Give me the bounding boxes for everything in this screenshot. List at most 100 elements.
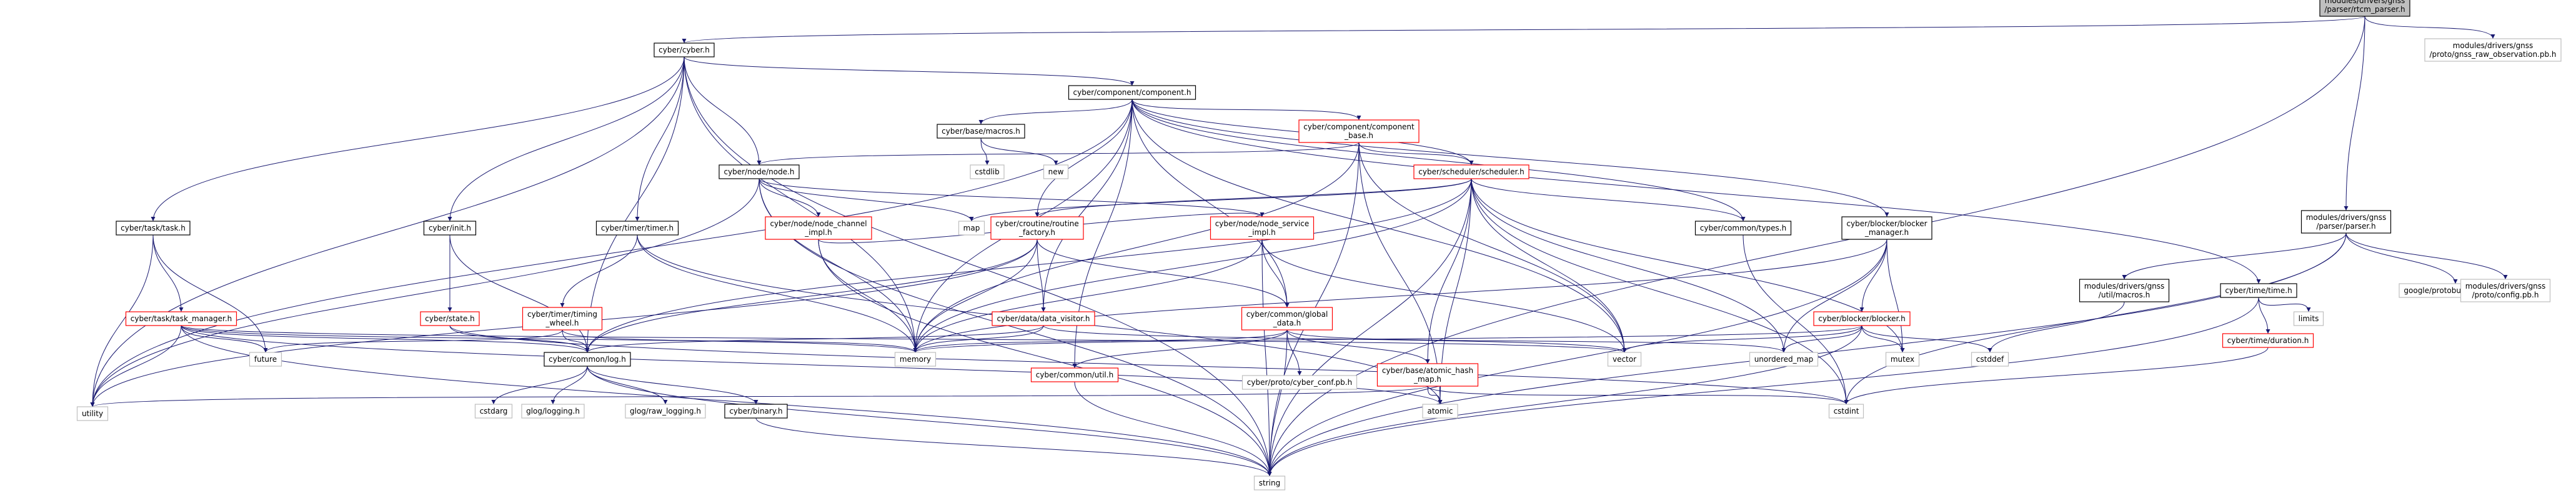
node-node-channel[interactable]: cyber/node/node_channel_impl.h — [765, 216, 872, 240]
node-label: _impl.h — [1248, 228, 1275, 237]
node-timing-wheel[interactable]: cyber/timer/timing_wheel.h — [522, 307, 603, 331]
node-root[interactable]: modules/drivers/gnss/parser/rtcm_parser.… — [2319, 0, 2410, 17]
node-box — [1971, 352, 2009, 367]
node-init-h[interactable]: cyber/init.h — [423, 221, 477, 236]
edge-global-data-to-memory — [913, 329, 1288, 353]
node-cyber-conf: cyber/proto/cyber_conf.pb.h — [1241, 375, 1358, 390]
node-blocker-manager[interactable]: cyber/blocker/blocker_manager.h — [1841, 216, 1932, 240]
node-box — [992, 311, 1095, 326]
edge-component-h-to-component-base — [1131, 99, 1361, 121]
node-glog-logging: glog/logging.h — [521, 404, 585, 419]
edge-macros-h-to-cstdlib — [980, 137, 990, 166]
node-label: _data.h — [1273, 319, 1301, 327]
node-task-h[interactable]: cyber/task/task.h — [116, 221, 191, 236]
node-new: new — [1043, 164, 1069, 179]
edge-blocker-manager-to-string — [1267, 239, 1887, 477]
node-data-visitor[interactable]: cyber/data/data_visitor.h — [992, 311, 1095, 326]
edge-scheduler-to-atomic-hash — [1425, 178, 1472, 364]
edge-atomic-hash-to-utility — [91, 386, 1428, 407]
edge-cyber-h-to-utility — [90, 56, 685, 407]
node-util-h[interactable]: cyber/common/util.h — [1030, 367, 1119, 382]
node-label: cyber/common/log.h — [549, 355, 626, 364]
node-timer-h[interactable]: cyber/timer/timer.h — [595, 221, 679, 236]
node-node-service[interactable]: cyber/node/node_service_impl.h — [1210, 216, 1315, 240]
node-component-base[interactable]: cyber/component/component_base.h — [1298, 119, 1420, 143]
node-box — [2293, 311, 2324, 326]
edge-component-h-to-blocker-manager — [1131, 99, 1889, 217]
node-cyber-h[interactable]: cyber/cyber.h — [654, 42, 715, 57]
node-label: memory — [900, 355, 931, 364]
node-label: /proto/config.pb.h — [2472, 291, 2539, 299]
node-box — [595, 221, 679, 236]
node-label: cyber/base/macros.h — [942, 127, 1020, 136]
edge-node-service-to-global-data — [1261, 239, 1290, 308]
node-binary-h[interactable]: cyber/binary.h — [724, 404, 788, 419]
edge-blocker-h-to-unordered-map — [1781, 325, 1862, 353]
node-parser-h[interactable]: modules/drivers/gnss/parser/parser.h — [2300, 210, 2392, 234]
node-box — [1413, 164, 1529, 179]
node-box — [76, 406, 109, 421]
node-label: cyber/common/global — [1246, 310, 1328, 319]
node-routine-factory[interactable]: cyber/croutine/routine_factory.h — [990, 216, 1084, 240]
node-box — [2319, 0, 2410, 17]
node-label: modules/drivers/gnss — [2084, 282, 2165, 291]
node-node-h[interactable]: cyber/node/node.h — [719, 164, 800, 179]
edge-scheduler-to-routine-factory — [1035, 178, 1472, 217]
node-task-manager[interactable]: cyber/task/task_manager.h — [125, 311, 237, 326]
node-box — [2079, 279, 2170, 302]
node-state-h[interactable]: cyber/state.h — [420, 311, 480, 326]
node-label: modules/drivers/gnss — [2453, 41, 2534, 50]
edge-types-h-to-cstdint — [1743, 234, 1849, 405]
edge-node-h-to-memory — [758, 178, 918, 353]
node-component-h[interactable]: cyber/component/component.h — [1068, 85, 1196, 100]
node-macros-h[interactable]: cyber/base/macros.h — [937, 124, 1025, 139]
node-box — [654, 42, 715, 57]
edge-root-to-cyber-h — [682, 16, 2365, 44]
node-box — [2460, 279, 2551, 302]
node-log-h[interactable]: cyber/common/log.h — [544, 352, 631, 367]
node-cstdint: cstdint — [1828, 404, 1864, 419]
node-scheduler[interactable]: cyber/scheduler/scheduler.h — [1413, 164, 1529, 179]
node-gnss-macros[interactable]: modules/drivers/gnss/util/macros.h — [2079, 279, 2170, 302]
node-time-h[interactable]: cyber/time/time.h — [2220, 283, 2297, 298]
node-label: glog/raw_logging.h — [630, 407, 701, 416]
node-label: cyber/task/task_manager.h — [131, 314, 232, 323]
edge-parser-h-to-gnss-macros — [2122, 232, 2347, 280]
edge-scheduler-to-memory — [913, 178, 1472, 353]
node-blocker-h[interactable]: cyber/blocker/blocker.h — [1813, 311, 1911, 326]
node-label: /util/macros.h — [2099, 291, 2150, 299]
edge-task-manager-to-string — [181, 325, 1272, 477]
node-unordered-map: unordered_map — [1749, 352, 1819, 367]
edge-component-h-to-time-h — [1131, 99, 2261, 284]
node-box — [544, 352, 631, 367]
edge-timing-wheel-to-log-h — [562, 329, 590, 353]
edge-task-manager-to-log-h — [181, 325, 590, 353]
node-global-data[interactable]: cyber/common/global_data.h — [1241, 307, 1333, 331]
edge-scheduler-to-cstdint — [1471, 178, 1849, 405]
node-box — [2220, 283, 2297, 298]
edge-binary-h-to-string — [755, 417, 1272, 477]
edge-timing-wheel-to-memory — [562, 329, 918, 353]
node-box — [1241, 375, 1358, 390]
node-label: cstdarg — [480, 407, 508, 416]
node-atomic-hash[interactable]: cyber/base/atomic_hash_map.h — [1376, 363, 1479, 387]
edge-blocker-h-to-vector — [1622, 325, 1862, 353]
edge-cyber-h-to-init-h — [447, 56, 685, 222]
edge-blocker-manager-to-memory — [913, 239, 1887, 353]
edge-data-visitor-to-vector — [1043, 325, 1627, 353]
node-duration-h[interactable]: cyber/time/duration.h — [2222, 333, 2314, 348]
edge-component-base-to-node-h — [757, 142, 1360, 166]
edge-atomic-hash-to-atomic — [1427, 386, 1443, 405]
node-label: cyber/proto/cyber_conf.pb.h — [1247, 378, 1352, 387]
node-types-h[interactable]: cyber/common/types.h — [1694, 221, 1792, 236]
edge-blocker-h-to-memory — [913, 325, 1862, 353]
edge-blocker-manager-to-blocker-h — [1859, 239, 1887, 312]
node-label: _wheel.h — [545, 319, 579, 327]
node-cstdarg: cstdarg — [474, 404, 513, 419]
node-box — [990, 216, 1084, 240]
node-box — [625, 404, 706, 419]
edge-node-h-to-utility — [90, 178, 760, 407]
edge-data-visitor-to-log-h — [585, 325, 1044, 353]
edge-component-base-to-scheduler — [1358, 142, 1474, 166]
edge-parser-h-to-config-pb — [2345, 232, 2508, 280]
